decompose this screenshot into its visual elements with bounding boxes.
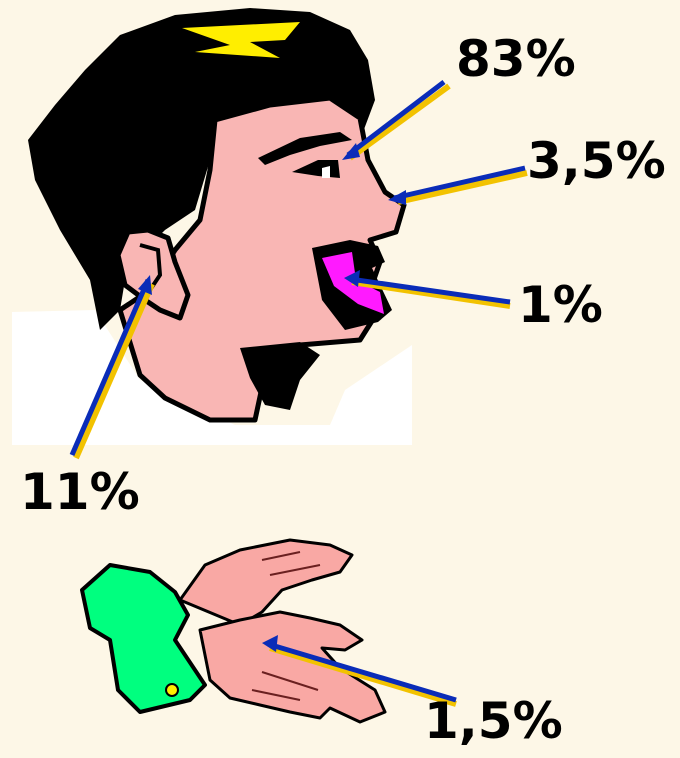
touch-percent-label: 1,5% [424, 696, 563, 746]
cuff-button [166, 684, 178, 696]
eye-highlight [322, 166, 330, 178]
smell-percent-label: 3,5% [527, 136, 666, 186]
hearing-percent-label: 11% [20, 467, 140, 517]
hand-bottom [200, 612, 385, 722]
sight-percent-label: 83% [456, 34, 576, 84]
arrow-smell [388, 168, 527, 205]
taste-percent-label: 1% [518, 280, 603, 330]
shirt-cuff [82, 565, 205, 712]
hand-top [180, 540, 352, 625]
